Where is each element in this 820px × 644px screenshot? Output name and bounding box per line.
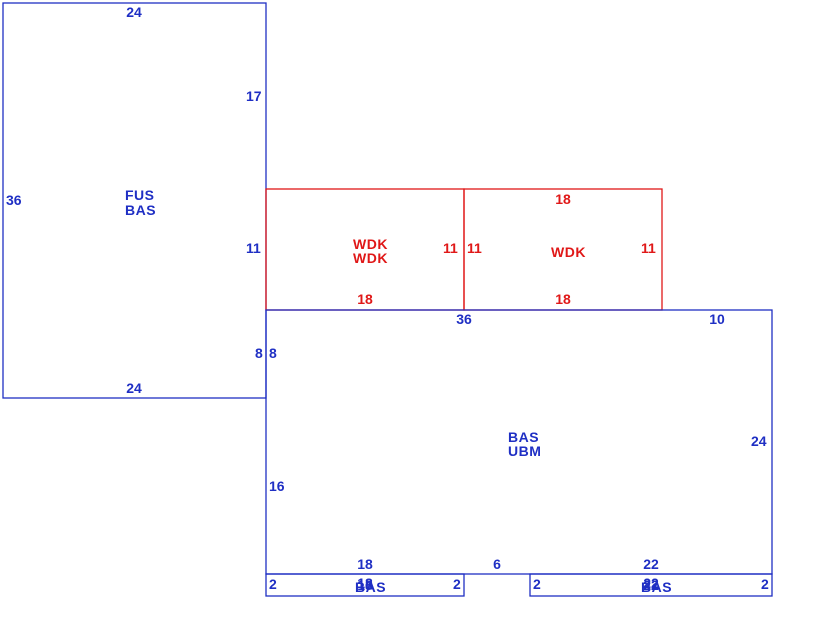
fus-label-1: FUS	[125, 187, 155, 203]
fus-dim-left: 36	[6, 192, 22, 208]
strip-left-area: 2 2 18 18 BAS	[265, 573, 465, 597]
fus-label-2: BAS	[125, 202, 156, 218]
main-dim-top-right: 10	[709, 311, 725, 327]
strip-left-dim-bottom: 18	[357, 577, 373, 593]
main-dim-bottom-mid: 6	[493, 556, 501, 572]
strip-right-label: BAS	[641, 579, 672, 595]
wdk-right-dim-left: 11	[467, 240, 482, 256]
main-dim-left-upper: 8	[269, 345, 277, 361]
fus-area: 24 24 36 17 11 8 FUS BAS	[2, 2, 267, 399]
wdk-right-label: WDK	[551, 244, 586, 260]
main-dim-bottom-right: 22	[643, 556, 659, 572]
main-area: 36 10 8 16 24 18 6 22 BAS UBM	[265, 309, 773, 575]
strip-right-dim-right: 2	[761, 576, 769, 592]
strip-left-dim-top: 18	[357, 575, 373, 591]
fus-dim-right-lower: 8	[255, 345, 263, 361]
strip-left-outline	[265, 573, 465, 597]
main-label-2: UBM	[508, 443, 541, 459]
wdk-left-dim-bottom: 18	[357, 291, 373, 307]
strip-right-dim-left: 2	[533, 576, 541, 592]
wdk-left-label-2: WDK	[353, 250, 388, 266]
wdk-left-label-1: WDK	[353, 236, 388, 252]
strip-right-outline	[529, 573, 773, 597]
main-area-outline	[265, 309, 773, 575]
wdk-right-dim-right: 11	[641, 240, 656, 256]
strip-left-dim-right: 2	[453, 576, 461, 592]
main-label-1: BAS	[508, 429, 539, 445]
strip-left-label: BAS	[355, 579, 386, 595]
fus-dim-top: 24	[126, 4, 142, 20]
wdk-right-area: WDK 18 18 11 11	[463, 188, 663, 311]
main-dim-right: 24	[751, 433, 767, 449]
wdk-right-dim-bottom: 18	[555, 291, 571, 307]
wdk-left-dim-right: 11	[443, 240, 458, 256]
main-dim-left-lower: 16	[269, 478, 285, 494]
wdk-right-dim-top: 18	[555, 191, 571, 207]
strip-right-dim-bottom: 22	[643, 577, 659, 593]
main-dim-bottom-left: 18	[357, 556, 373, 572]
strip-right-dim-top: 22	[643, 575, 659, 591]
strip-left-dim-left: 2	[269, 576, 277, 592]
fus-dim-right-mid: 11	[246, 240, 261, 256]
strip-right-area: 2 2 22 22 BAS	[529, 573, 773, 597]
fus-dim-bottom: 24	[126, 380, 142, 396]
fus-dim-right-upper: 17	[246, 88, 262, 104]
wdk-left-area: WDK WDK 18 11	[265, 188, 465, 311]
main-dim-top-left: 36	[456, 311, 472, 327]
